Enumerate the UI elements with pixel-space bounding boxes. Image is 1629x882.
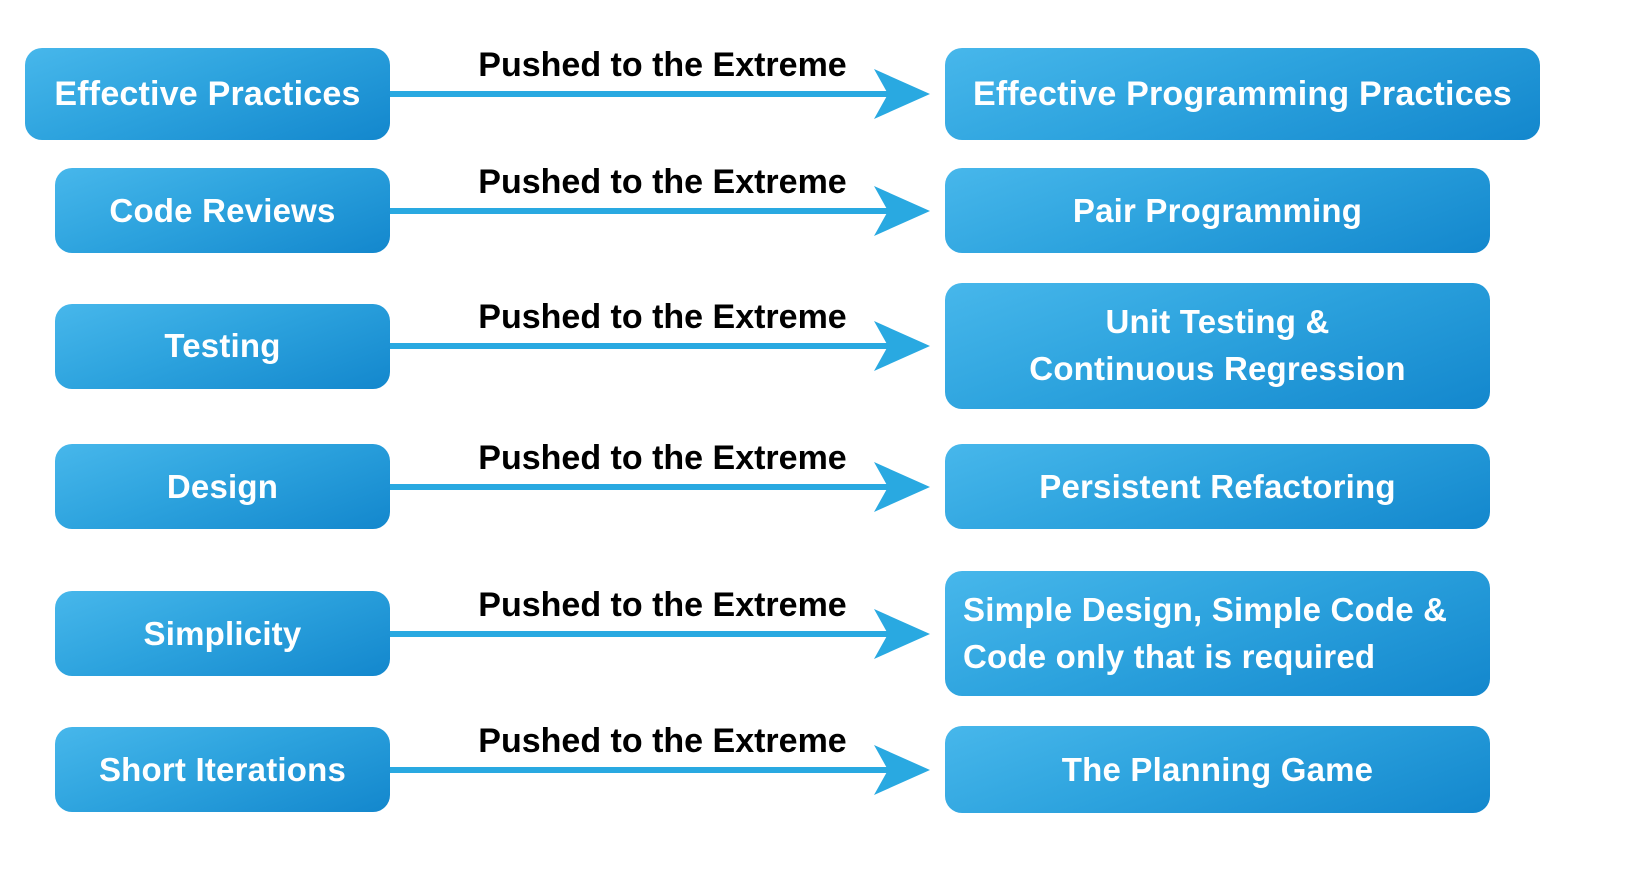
extreme-label: Effective Programming Practices xyxy=(972,74,1513,113)
arrow-shaft xyxy=(390,343,892,349)
extreme-label: Persistent Refactoring xyxy=(1039,467,1396,505)
diagram-row-testing: Testing Pushed to the Extreme Unit Testi… xyxy=(25,283,1629,409)
arrow-shaft xyxy=(390,766,892,773)
diagram-row-short-iterations: Short Iterations Pushed to the Extreme T… xyxy=(25,722,1629,813)
practice-box-testing: Testing xyxy=(55,303,390,389)
practice-box-code-reviews: Code Reviews xyxy=(55,168,390,253)
arrow-zone: Pushed to the Extreme xyxy=(390,722,945,813)
practice-label: Simplicity xyxy=(143,614,302,652)
diagram-row-design: Design Pushed to the Extreme Persistent … xyxy=(25,439,1629,529)
extreme-label: Simple Design, Simple Code & Code only t… xyxy=(963,590,1448,675)
practice-box-effective-practices: Effective Practices xyxy=(25,48,390,140)
arrow-zone: Pushed to the Extreme xyxy=(390,439,945,529)
arrow-label: Pushed to the Extreme xyxy=(478,46,847,84)
diagram-row-simplicity: Simplicity Pushed to the Extreme Simple … xyxy=(25,571,1629,696)
diagram-row-effective-practices: Effective Practices Pushed to the Extrem… xyxy=(25,46,1629,140)
extreme-box-unit-testing-continuous-regression: Unit Testing & Continuous Regression xyxy=(945,283,1490,409)
arrow-zone: Pushed to the Extreme xyxy=(390,571,945,696)
practice-label: Testing xyxy=(164,327,281,364)
practice-label: Short Iterations xyxy=(98,750,347,788)
arrow-label: Pushed to the Extreme xyxy=(478,298,847,336)
practice-label: Code Reviews xyxy=(109,191,336,229)
right-arrow-icon xyxy=(874,185,930,236)
extreme-box-effective-programming-practices: Effective Programming Practices xyxy=(945,48,1540,140)
right-arrow-icon xyxy=(874,321,930,371)
practice-box-design: Design xyxy=(55,444,390,529)
arrow-label: Pushed to the Extreme xyxy=(478,585,847,624)
extreme-label: The Planning Game xyxy=(1061,750,1374,788)
arrow-label: Pushed to the Extreme xyxy=(478,438,847,477)
practice-label: Design xyxy=(166,467,279,505)
arrow-zone: Pushed to the Extreme xyxy=(390,163,945,253)
arrow-shaft xyxy=(390,207,892,214)
practice-box-simplicity: Simplicity xyxy=(55,591,390,676)
extreme-box-pair-programming: Pair Programming xyxy=(945,168,1490,253)
arrow-label: Pushed to the Extreme xyxy=(478,721,847,760)
diagram-row-code-reviews: Code Reviews Pushed to the Extreme Pair … xyxy=(25,163,1629,253)
extreme-label: Unit Testing & Continuous Regression xyxy=(1029,303,1406,387)
right-arrow-icon xyxy=(874,69,930,119)
practice-label: Effective Practices xyxy=(54,74,361,113)
right-arrow-icon xyxy=(874,744,930,795)
extreme-box-simple-design-simple-code: Simple Design, Simple Code & Code only t… xyxy=(945,571,1490,696)
arrow-zone: Pushed to the Extreme xyxy=(390,283,945,409)
extreme-box-the-planning-game: The Planning Game xyxy=(945,726,1490,813)
arrow-zone: Pushed to the Extreme xyxy=(390,46,945,140)
right-arrow-icon xyxy=(874,461,930,512)
arrow-shaft xyxy=(390,91,892,97)
arrow-shaft xyxy=(390,630,892,637)
arrow-label: Pushed to the Extreme xyxy=(478,162,847,201)
extreme-label: Pair Programming xyxy=(1072,191,1363,229)
right-arrow-icon xyxy=(874,608,930,659)
practice-box-short-iterations: Short Iterations xyxy=(55,727,390,812)
extreme-box-persistent-refactoring: Persistent Refactoring xyxy=(945,444,1490,529)
arrow-shaft xyxy=(390,483,892,490)
